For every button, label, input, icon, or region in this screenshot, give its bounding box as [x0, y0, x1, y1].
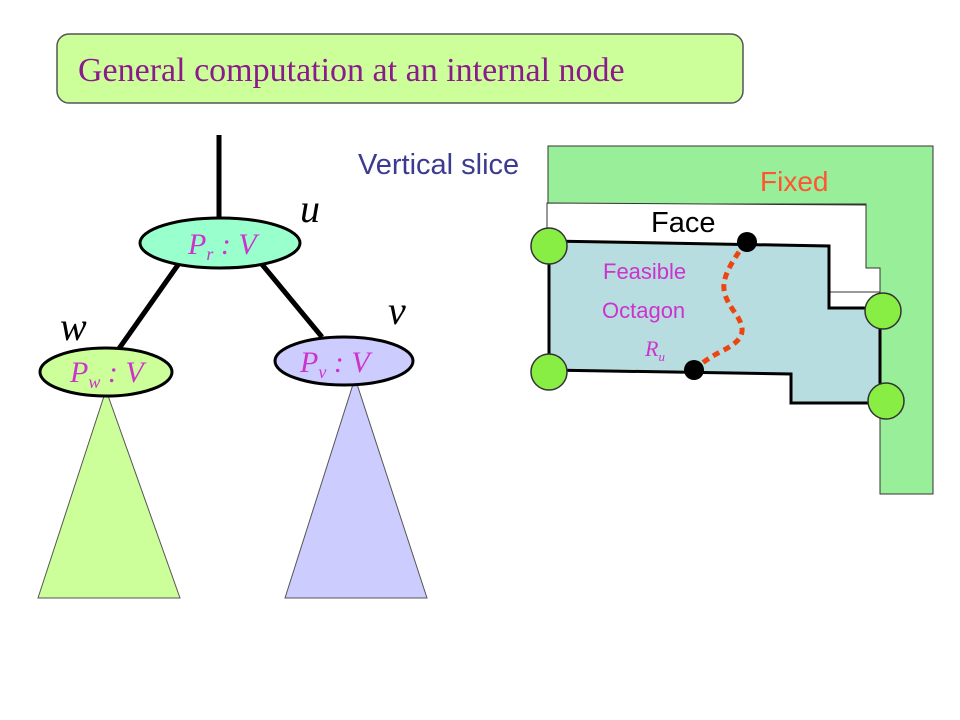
- subtree-w-triangle: [37, 388, 181, 599]
- curve-top-vertex: [737, 232, 757, 252]
- node-w: [38, 346, 174, 398]
- node-w-letter: w: [60, 304, 87, 349]
- feasible-label-line3: Ru: [644, 336, 665, 364]
- green-vertex-bottom-left: [530, 353, 568, 391]
- feasible-label-line2: Octagon: [602, 298, 685, 323]
- subtree-v-triangle: [284, 376, 428, 599]
- edge-u-v: [258, 260, 324, 339]
- green-vertex-top-left: [530, 227, 568, 265]
- edge-u-w: [115, 260, 183, 352]
- node-u: [138, 216, 302, 270]
- feasible-octagon: [547, 239, 882, 405]
- node-w-label: Pw : V: [69, 356, 147, 392]
- node-u-letter: u: [300, 186, 320, 231]
- curve-bottom-vertex: [684, 360, 704, 380]
- node-v-letter: v: [388, 288, 406, 333]
- node-u-label: Pr : V: [187, 228, 260, 264]
- vertical-slice-label: Vertical slice: [358, 149, 519, 181]
- green-vertex-right-upper: [864, 292, 902, 330]
- feasible-label-line1: Feasible: [603, 259, 686, 284]
- face-label: Face: [651, 207, 715, 239]
- fixed-label: Fixed: [760, 166, 828, 197]
- title: General computation at an internal node: [78, 52, 625, 89]
- title-box: [56, 33, 744, 104]
- node-v-label: Pv : V: [299, 346, 373, 382]
- node-v: [273, 335, 415, 387]
- separating-curve: [692, 240, 749, 372]
- green-vertex-right-lower: [867, 382, 905, 420]
